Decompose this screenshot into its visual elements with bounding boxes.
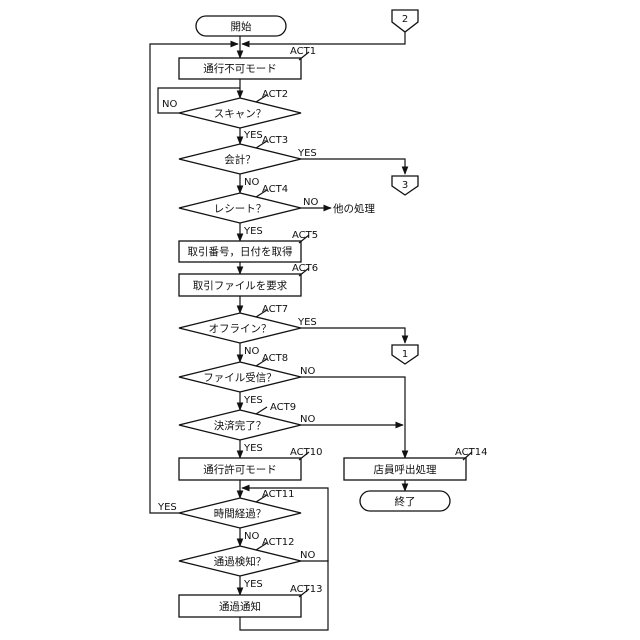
act11-yes: YES: [157, 502, 177, 513]
act12-decision: 通過検知？ ACT12 NO YES: [179, 537, 315, 590]
act8-yes: YES: [243, 395, 263, 406]
act2-no: NO: [162, 99, 177, 110]
act7-yes: YES: [297, 317, 317, 328]
act14-tag: ACT14: [455, 447, 487, 458]
other-process-label: 他の処理: [333, 202, 375, 215]
act10-tag: ACT10: [290, 447, 322, 458]
act2-decision: スキャン？ ACT2 NO YES: [162, 89, 301, 141]
act12-label: 通過検知？: [214, 555, 267, 568]
act14-label: 店員呼出処理: [374, 463, 437, 476]
act9-yes: YES: [243, 443, 263, 454]
connector-1-label: 1: [402, 349, 408, 360]
act11-tag: ACT11: [262, 489, 294, 500]
act12-yes: YES: [243, 579, 263, 590]
connector-1: 1: [392, 345, 418, 364]
act3-label: 会計？: [224, 153, 256, 166]
act3-yes: YES: [297, 148, 317, 159]
end-label: 終了: [395, 495, 416, 508]
act5-tag: ACT5: [292, 230, 318, 241]
act6-process: 取引ファイルを要求 ACT6: [179, 263, 318, 296]
act5-label: 取引番号，日付を取得: [188, 245, 293, 258]
act6-tag: ACT6: [292, 263, 318, 274]
connector-2-label: 2: [402, 14, 408, 25]
act14-process: 店員呼出処理 ACT14: [344, 447, 487, 480]
connector-2: 2: [392, 10, 418, 32]
end-terminal: 終了: [360, 491, 450, 511]
act10-label: 通行許可モード: [203, 463, 277, 476]
act7-label: オフライン？: [209, 323, 272, 335]
act3-tag: ACT3: [262, 135, 288, 146]
act8-decision: ファイル受信？ ACT8 NO YES: [179, 353, 315, 406]
act7-decision: オフライン？ ACT7 YES NO: [179, 304, 317, 357]
act12-tag: ACT12: [262, 537, 294, 548]
start-label: 開始: [231, 20, 252, 33]
act9-label: 決済完了？: [214, 419, 267, 432]
act11-decision: 時間経過？ ACT11 YES NO: [157, 489, 301, 542]
start-terminal: 開始: [196, 16, 286, 36]
act9-tag: ACT9: [270, 402, 296, 413]
act2-label: スキャン？: [214, 108, 267, 120]
act11-no: NO: [244, 531, 259, 542]
act6-label: 取引ファイルを要求: [193, 279, 288, 292]
act4-tag: ACT4: [262, 184, 288, 195]
act1-tag: ACT1: [290, 46, 316, 57]
act3-decision: 会計？ ACT3 YES NO: [179, 135, 317, 188]
act4-label: レシート？: [214, 203, 267, 215]
act13-label: 通過通知: [219, 600, 261, 613]
act4-yes: YES: [243, 226, 263, 237]
act2-yes: YES: [243, 130, 263, 141]
act12-no: NO: [300, 550, 315, 561]
act9-no: NO: [300, 414, 315, 425]
act7-no: NO: [244, 346, 259, 357]
act4-decision: レシート？ ACT4 NO YES 他の処理: [179, 184, 375, 237]
connector-3-label: 3: [402, 180, 408, 191]
act1-label: 通行不可モード: [203, 62, 277, 75]
act2-tag: ACT2: [262, 89, 288, 100]
act8-no: NO: [300, 366, 315, 377]
act1-process: 通行不可モード ACT1: [179, 46, 316, 79]
act8-label: ファイル受信？: [203, 372, 277, 384]
act7-tag: ACT7: [262, 304, 288, 315]
act13-tag: ACT13: [290, 584, 322, 595]
act11-label: 時間経過？: [214, 507, 267, 520]
connector-3: 3: [392, 176, 418, 195]
act3-no: NO: [244, 177, 259, 188]
act8-tag: ACT8: [262, 353, 288, 364]
act4-no: NO: [303, 197, 318, 208]
